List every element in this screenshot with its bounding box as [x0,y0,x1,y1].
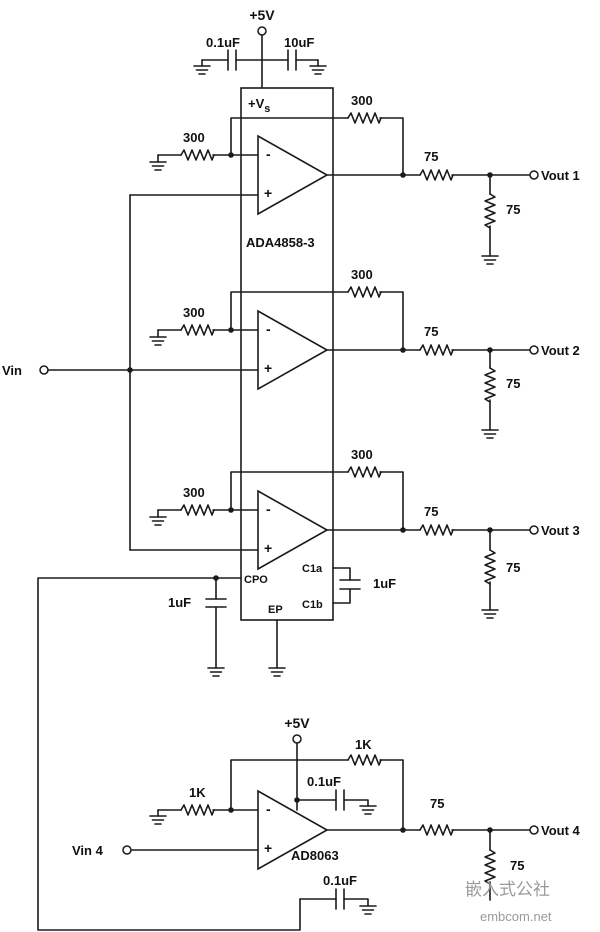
ep-pin-label: EP [268,604,283,616]
rt-2-label: 75 [506,376,520,391]
ground-icon [309,65,327,75]
ground-icon [268,667,286,677]
cap-label-c2: 10uF [284,35,314,50]
rg-1-label: 300 [183,130,205,145]
ground-icon [481,609,499,619]
ground-icon [149,516,167,526]
vout-4-terminal [529,825,539,835]
resistor-rt-1 [484,193,496,229]
rf-3-label: 300 [351,447,373,462]
opamp-2 [257,309,329,391]
vout-1-terminal [529,170,539,180]
resistor-rs-2 [419,344,454,356]
rf-4-label: 1K [355,737,372,752]
resistor-rg-1 [180,149,215,161]
rf-2-label: 300 [351,267,373,282]
resistor-rt-3 [484,549,496,585]
resistor-rs-3 [419,524,454,536]
vout-2-label: Vout 2 [541,343,580,358]
opamp-3 [257,489,329,571]
channel-3: - + 300 300 75 75 Vout 3 [149,447,580,619]
c1b-pin-label: C1b [302,599,323,611]
vin4-terminal [122,845,132,855]
channel-2: - + 300 300 75 75 Vout 2 [149,267,580,439]
svg-text:-: - [266,801,271,817]
rf-1-label: 300 [351,93,373,108]
bottom-chip-label: AD8063 [291,848,339,863]
bypass-cap-2 [287,49,297,71]
resistor-rf-4 [347,754,382,766]
svg-text:-: - [266,146,271,162]
ground-icon [149,161,167,171]
supply-label: +5V [249,7,275,23]
bottom-supply-terminal [292,734,302,744]
vin-label: Vin [2,363,22,378]
rt-4-label: 75 [510,858,524,873]
rt-3-label: 75 [506,560,520,575]
bottom-channel: - + AD8063 +5V 0.1uF Vin 4 1K 1K 75 75 V… [72,715,581,915]
resistor-rs-1 [419,169,454,181]
svg-text:+: + [264,360,272,376]
charge-pump-cap: 1uF [332,567,396,604]
cpo-network: 1uF [37,575,301,931]
ground-icon [359,805,377,815]
resistor-rg-4 [180,804,215,816]
vout-3-terminal [529,525,539,535]
vout-2-terminal [529,345,539,355]
channel-1: - + 300 300 75 75 Vout 1 [149,93,580,265]
watermark-url: embcom.net [480,909,552,924]
svg-text:+: + [264,840,272,856]
resistor-rt-4 [484,849,496,885]
svg-text:-: - [266,321,271,337]
resistor-rf-1 [347,112,382,124]
resistor-rg-3 [180,504,215,516]
svg-text:-: - [266,501,271,517]
ground-icon [149,336,167,346]
vin-network: Vin [2,194,259,551]
resistor-rf-3 [347,466,382,478]
resistor-rt-2 [484,367,496,403]
vout-3-label: Vout 3 [541,523,580,538]
rg-3-label: 300 [183,485,205,500]
vout-4-label: Vout 4 [541,823,581,838]
bottom-supply-label: +5V [284,715,310,731]
ground-icon [359,905,377,915]
ground-icon [149,815,167,825]
supply-terminal [257,26,267,36]
rt-1-label: 75 [506,202,520,217]
rg-2-label: 300 [183,305,205,320]
vin4-label: Vin 4 [72,843,104,858]
opamp-1 [257,134,329,216]
rg-4-label: 1K [189,785,206,800]
chip-name: ADA4858-3 [246,235,315,250]
rs-3-label: 75 [424,504,438,519]
ground-icon [481,429,499,439]
cpo-pin-label: CPO [244,574,268,586]
rs-2-label: 75 [424,324,438,339]
resistor-rf-2 [347,286,382,298]
c1a-pin-label: C1a [302,563,323,575]
vs-label: +Vs [248,96,270,115]
bottom-bypass-label: 0.1uF [307,774,341,789]
resistor-rs-4 [419,824,454,836]
bottom-out-cap-label: 0.1uF [323,873,357,888]
vin-terminal [39,365,49,375]
ground-icon [193,65,211,75]
svg-text:+: + [264,185,272,201]
watermark-cn: 嵌入式公社 [465,880,550,899]
cap-label-c1: 0.1uF [206,35,240,50]
rs-4-label: 75 [430,796,444,811]
svg-text:+: + [264,540,272,556]
ground-icon [481,255,499,265]
bypass-cap-1 [227,49,237,71]
cpo-cap-label: 1uF [168,595,191,610]
rs-1-label: 75 [424,149,438,164]
c1ab-cap-label: 1uF [373,576,396,591]
vout-1-label: Vout 1 [541,168,580,183]
ground-icon [207,667,225,677]
resistor-rg-2 [180,324,215,336]
opamp-ad8063 [257,789,329,871]
